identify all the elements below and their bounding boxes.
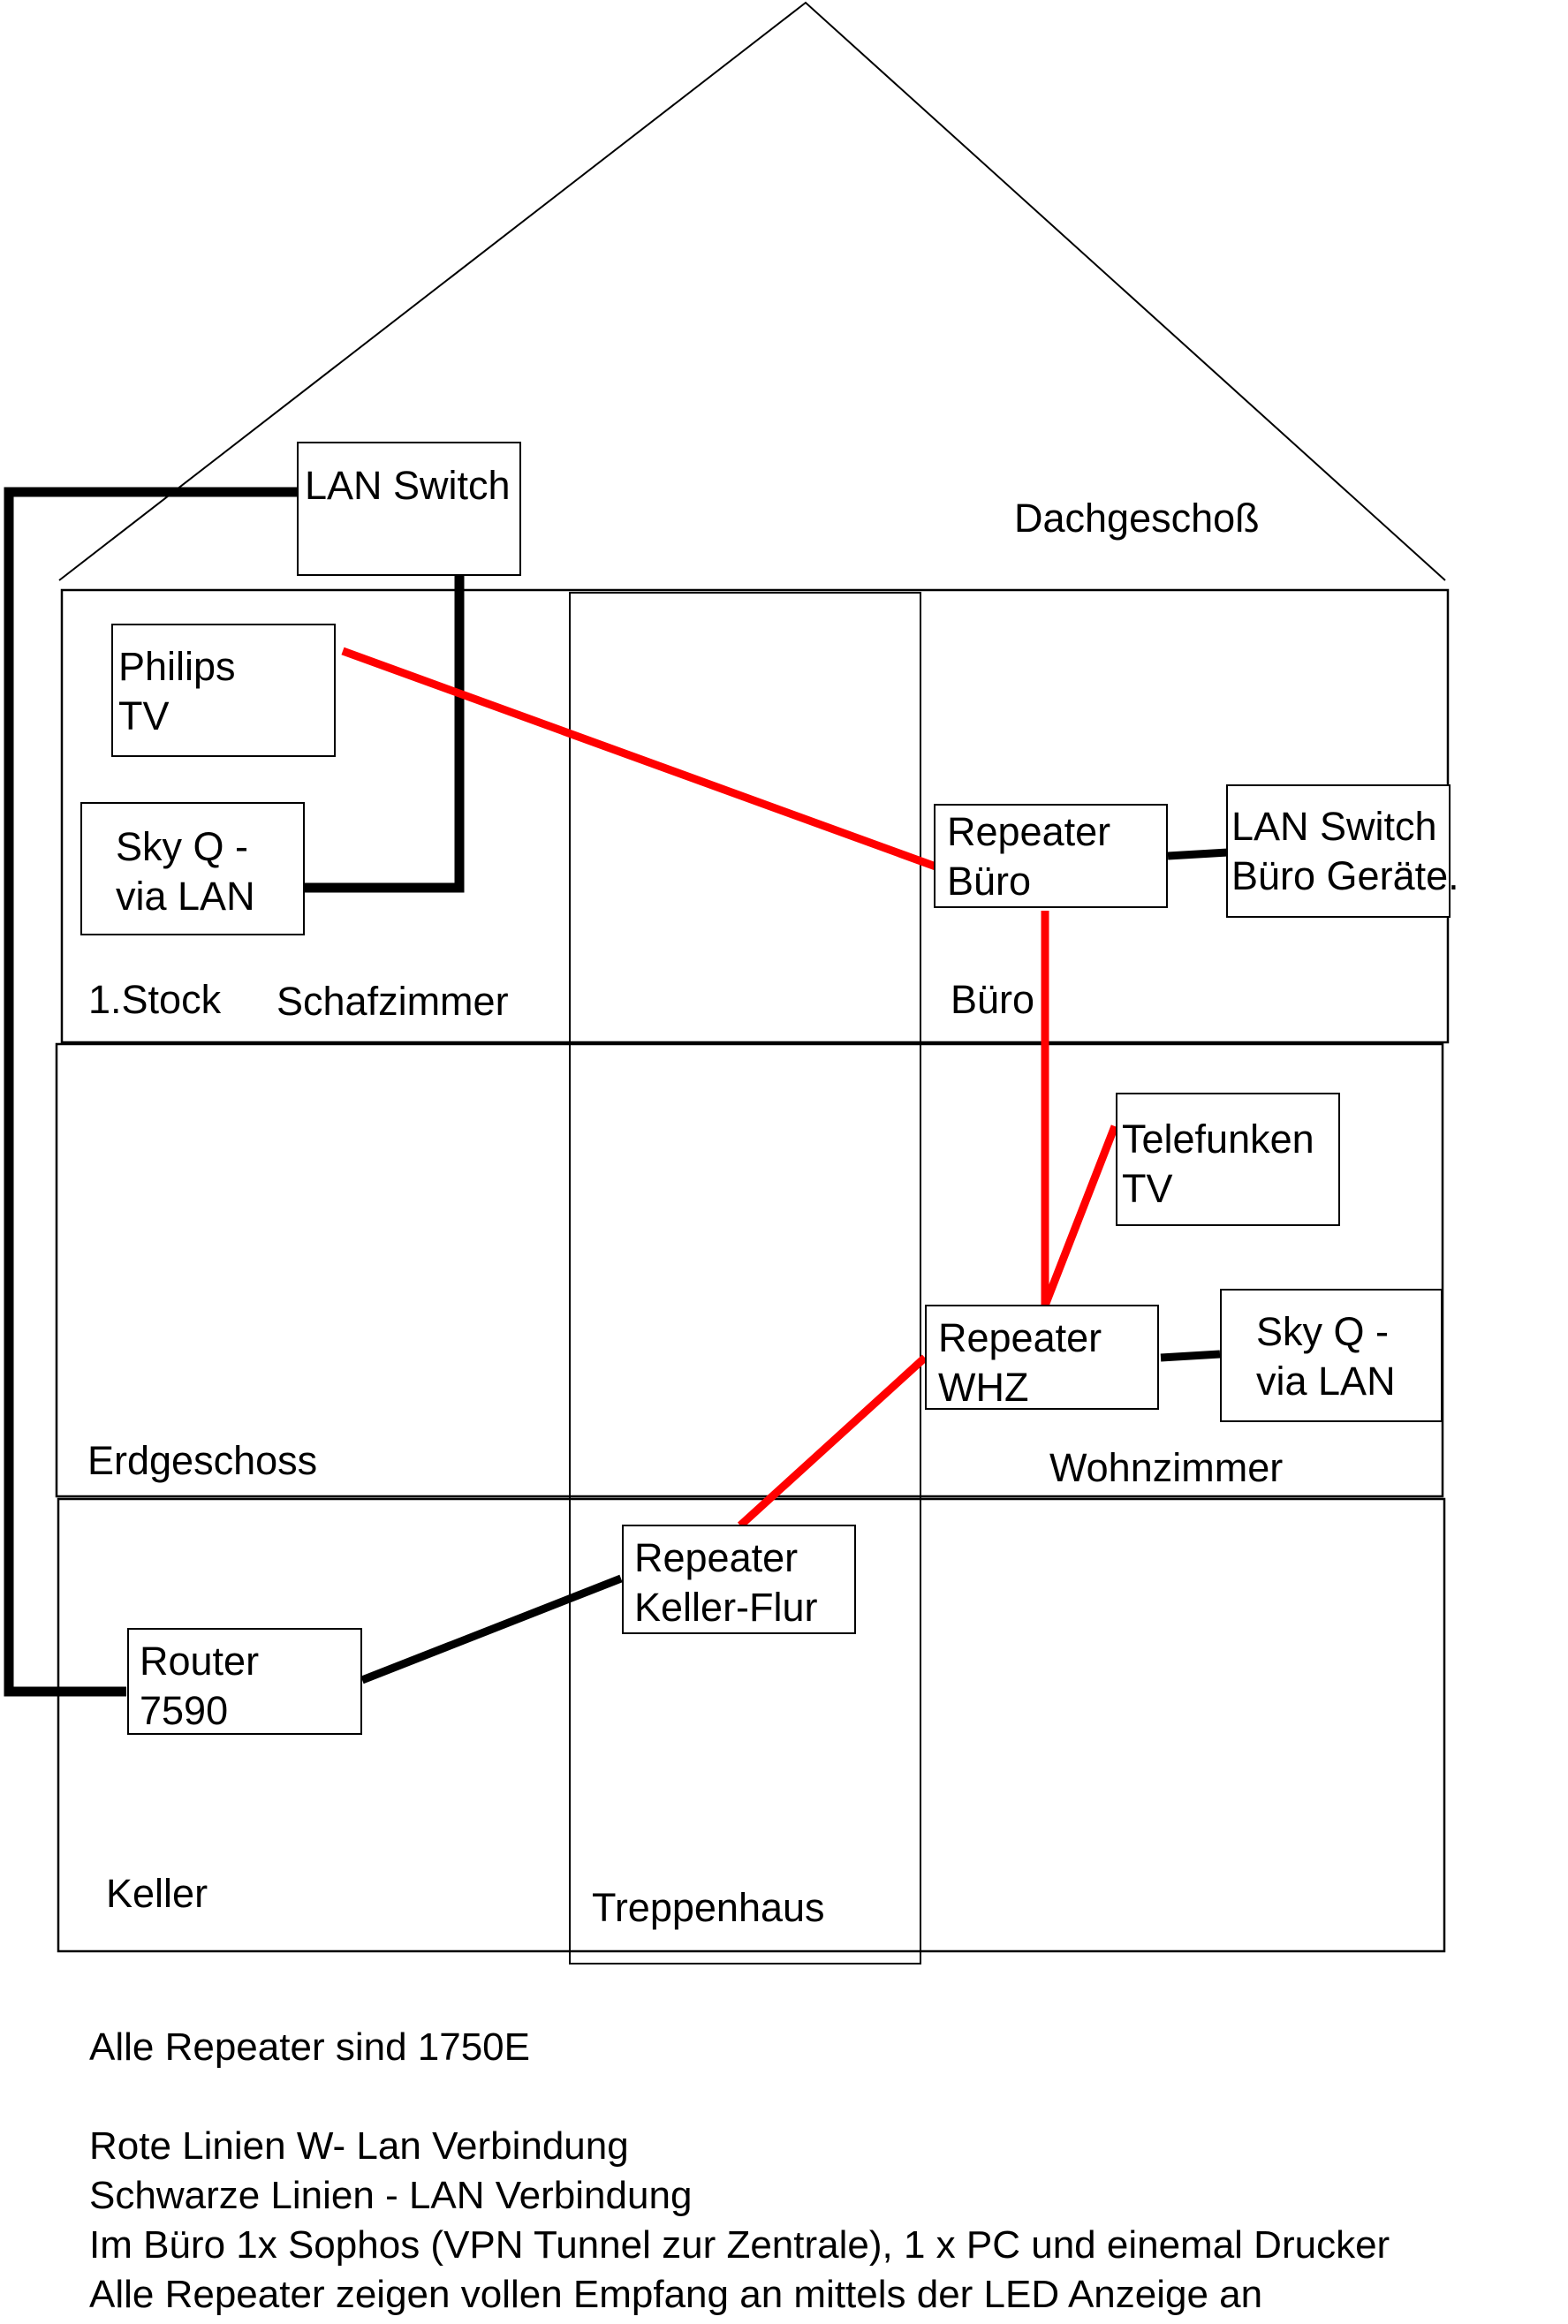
floor-label-keller: Keller <box>106 1871 208 1916</box>
box-philips-tv <box>111 624 336 757</box>
note-spacer <box>89 2072 1390 2122</box>
note-buero-devices: Im Büro 1x Sophos (VPN Tunnel zur Zentra… <box>89 2223 1390 2267</box>
box-skyq-schlafzimmer <box>80 802 305 935</box>
lan-line-router-to-repeater-keller <box>360 1574 623 1684</box>
wlan-line-whz-to-keller <box>737 1354 928 1529</box>
floor-label-erdgeschoss: Erdgeschoss <box>87 1438 318 1483</box>
device-lan-switch-top: LAN Switch <box>305 463 511 508</box>
wlan-line-whz-to-telefunken <box>1041 1124 1119 1307</box>
device-philips-tv: Philips TV <box>118 644 236 738</box>
device-telefunken-tv: Telefunken TV <box>1122 1117 1314 1211</box>
room-label-treppenhaus: Treppenhaus <box>592 1885 825 1930</box>
device-skyq-schlafzimmer: Sky Q - via LAN <box>116 824 255 919</box>
note-repeater-model: Alle Repeater sind 1750E <box>89 2025 530 2069</box>
lan-line-router-to-switch <box>4 487 298 1697</box>
lan-line-switch-to-skyq <box>304 574 465 893</box>
box-telefunken-tv <box>1116 1093 1340 1226</box>
device-skyq-wohnzimmer: Sky Q - via LAN <box>1256 1309 1396 1404</box>
floor-erdgeschoss-outline <box>55 1042 1444 1498</box>
roof-outline <box>58 1 1446 581</box>
floor-label-dachgeschoss: Dachgeschoß <box>1014 496 1260 541</box>
lan-line-repeater-whz-to-skyq <box>1160 1350 1221 1362</box>
device-lan-switch-buero: LAN Switch Büro Geräte. <box>1231 804 1459 898</box>
floor-label-stock1: 1.Stock <box>88 977 222 1022</box>
box-repeater-buero <box>934 804 1168 908</box>
box-skyq-wohnzimmer <box>1220 1289 1443 1422</box>
box-lan-switch-top <box>297 442 521 576</box>
note-reception: Alle Repeater zeigen vollen Empfang an m… <box>89 2273 1263 2316</box>
box-repeater-whz <box>925 1305 1159 1410</box>
device-repeater-whz: Repeater WHZ <box>938 1315 1102 1410</box>
notes-legend: Alle Repeater sind 1750E Rote Linien W- … <box>89 2023 1390 2320</box>
room-label-schlafzimmer: Schafzimmer <box>276 979 509 1024</box>
note-red-lines: Rote Linien W- Lan Verbindung <box>89 2124 629 2168</box>
room-label-wohnzimmer: Wohnzimmer <box>1049 1445 1284 1490</box>
treppenhaus-outline <box>569 592 921 1964</box>
box-router <box>127 1628 362 1735</box>
note-black-lines: Schwarze Linien - LAN Verbindung <box>89 2174 693 2217</box>
lan-line-repeater-buero-to-switch <box>1167 848 1229 860</box>
box-lan-switch-buero <box>1226 784 1451 918</box>
device-repeater-buero: Repeater Büro <box>947 809 1111 904</box>
wlan-line-philips-to-repeater-buero <box>341 647 940 872</box>
device-repeater-keller: Repeater Keller-Flur <box>634 1535 818 1630</box>
floor-keller-outline <box>57 1497 1446 1953</box>
device-router: Router 7590 <box>140 1639 260 1733</box>
room-label-buero: Büro <box>951 977 1035 1022</box>
box-repeater-keller <box>622 1525 856 1634</box>
